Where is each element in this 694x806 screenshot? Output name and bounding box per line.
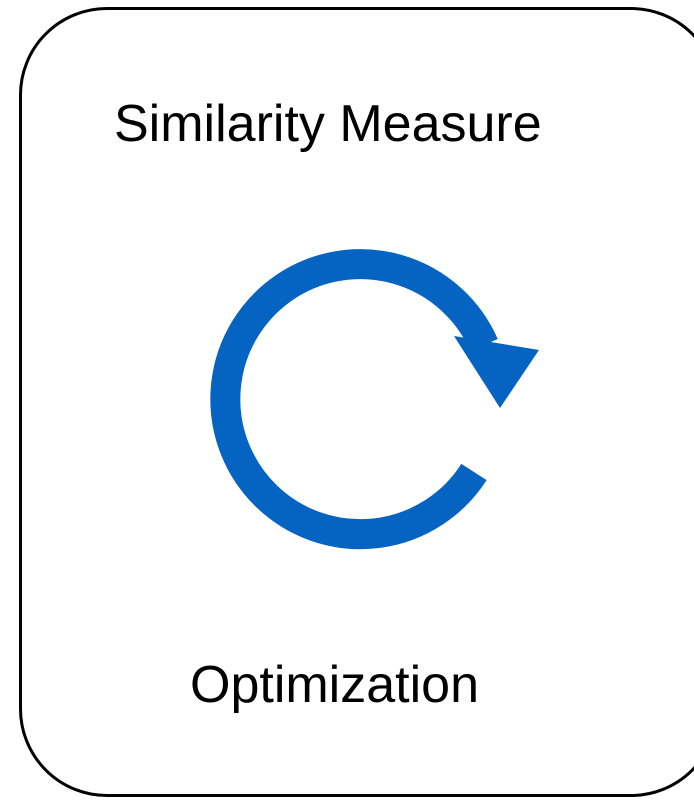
similarity-measure-label: Similarity Measure: [114, 95, 542, 153]
cycle-arrowhead: [454, 336, 539, 408]
cycle-arc: [210, 249, 498, 550]
optimization-label: Optimization: [190, 656, 479, 714]
rounded-box: [19, 7, 694, 797]
